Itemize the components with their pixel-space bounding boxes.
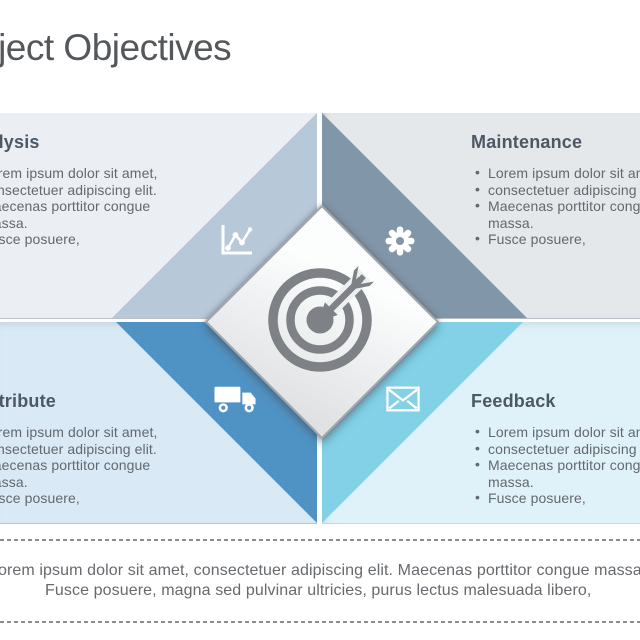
truck-icon	[214, 386, 256, 413]
bullet-item: Fusce posuere,	[474, 230, 640, 248]
quadrant-title-analysis: Analysis	[0, 132, 40, 152]
footer-text-line1: Lorem ipsum dolor sit amet, consectetuer…	[0, 562, 640, 579]
quadrant-title-maintenance: Maintenance	[471, 132, 583, 152]
bullet-item: consectetuer adipiscing elit.	[0, 441, 168, 458]
bullet-item: Lorem ipsum dolor sit amet,	[474, 423, 640, 441]
feedback-bullet-list: Lorem ipsum dolor sit amet, consectetuer…	[474, 423, 640, 507]
bullet-item: consectetuer adipiscing elit.	[474, 440, 640, 458]
bullet-item: Fusce posuere,	[0, 231, 168, 248]
footer-text-line2: Fusce posuere, magna sed pulvinar ultric…	[45, 582, 592, 599]
bullet-item: Maecenas porttitor congue massa.	[0, 198, 168, 231]
bullet-item: consectetuer adipiscing elit.	[474, 181, 640, 199]
line-chart-icon	[221, 225, 253, 255]
bullet-item: Lorem ipsum dolor sit amet,	[0, 165, 168, 182]
footer-dashed-divider-bottom	[0, 621, 640, 623]
distribute-bullet-list: Lorem ipsum dolor sit amet, consectetuer…	[0, 424, 168, 507]
bullet-item: Fusce posuere,	[474, 489, 640, 507]
envelope-icon	[386, 386, 420, 412]
target-icon	[268, 265, 375, 372]
quadrant-title-distribute: Distribute	[0, 391, 57, 411]
page-title: Project Objectives	[0, 27, 232, 68]
gear-icon	[385, 226, 415, 256]
bullet-item: Lorem ipsum dolor sit amet,	[474, 164, 640, 182]
bullet-item: Fusce posuere,	[0, 490, 168, 507]
bullet-item: Maecenas porttitor congue massa.	[474, 456, 640, 490]
bullet-item: Maecenas porttitor congue massa.	[474, 197, 640, 231]
analysis-bullet-list: Lorem ipsum dolor sit amet, consectetuer…	[0, 165, 168, 248]
footer-dashed-divider-top	[0, 539, 640, 541]
maintenance-bullet-list: Lorem ipsum dolor sit amet, consectetuer…	[474, 164, 640, 248]
quadrant-title-feedback: Feedback	[471, 391, 556, 411]
bullet-item: Lorem ipsum dolor sit amet,	[0, 424, 168, 441]
bullet-item: Maecenas porttitor congue massa.	[0, 457, 168, 490]
bullet-item: consectetuer adipiscing elit.	[0, 182, 168, 199]
